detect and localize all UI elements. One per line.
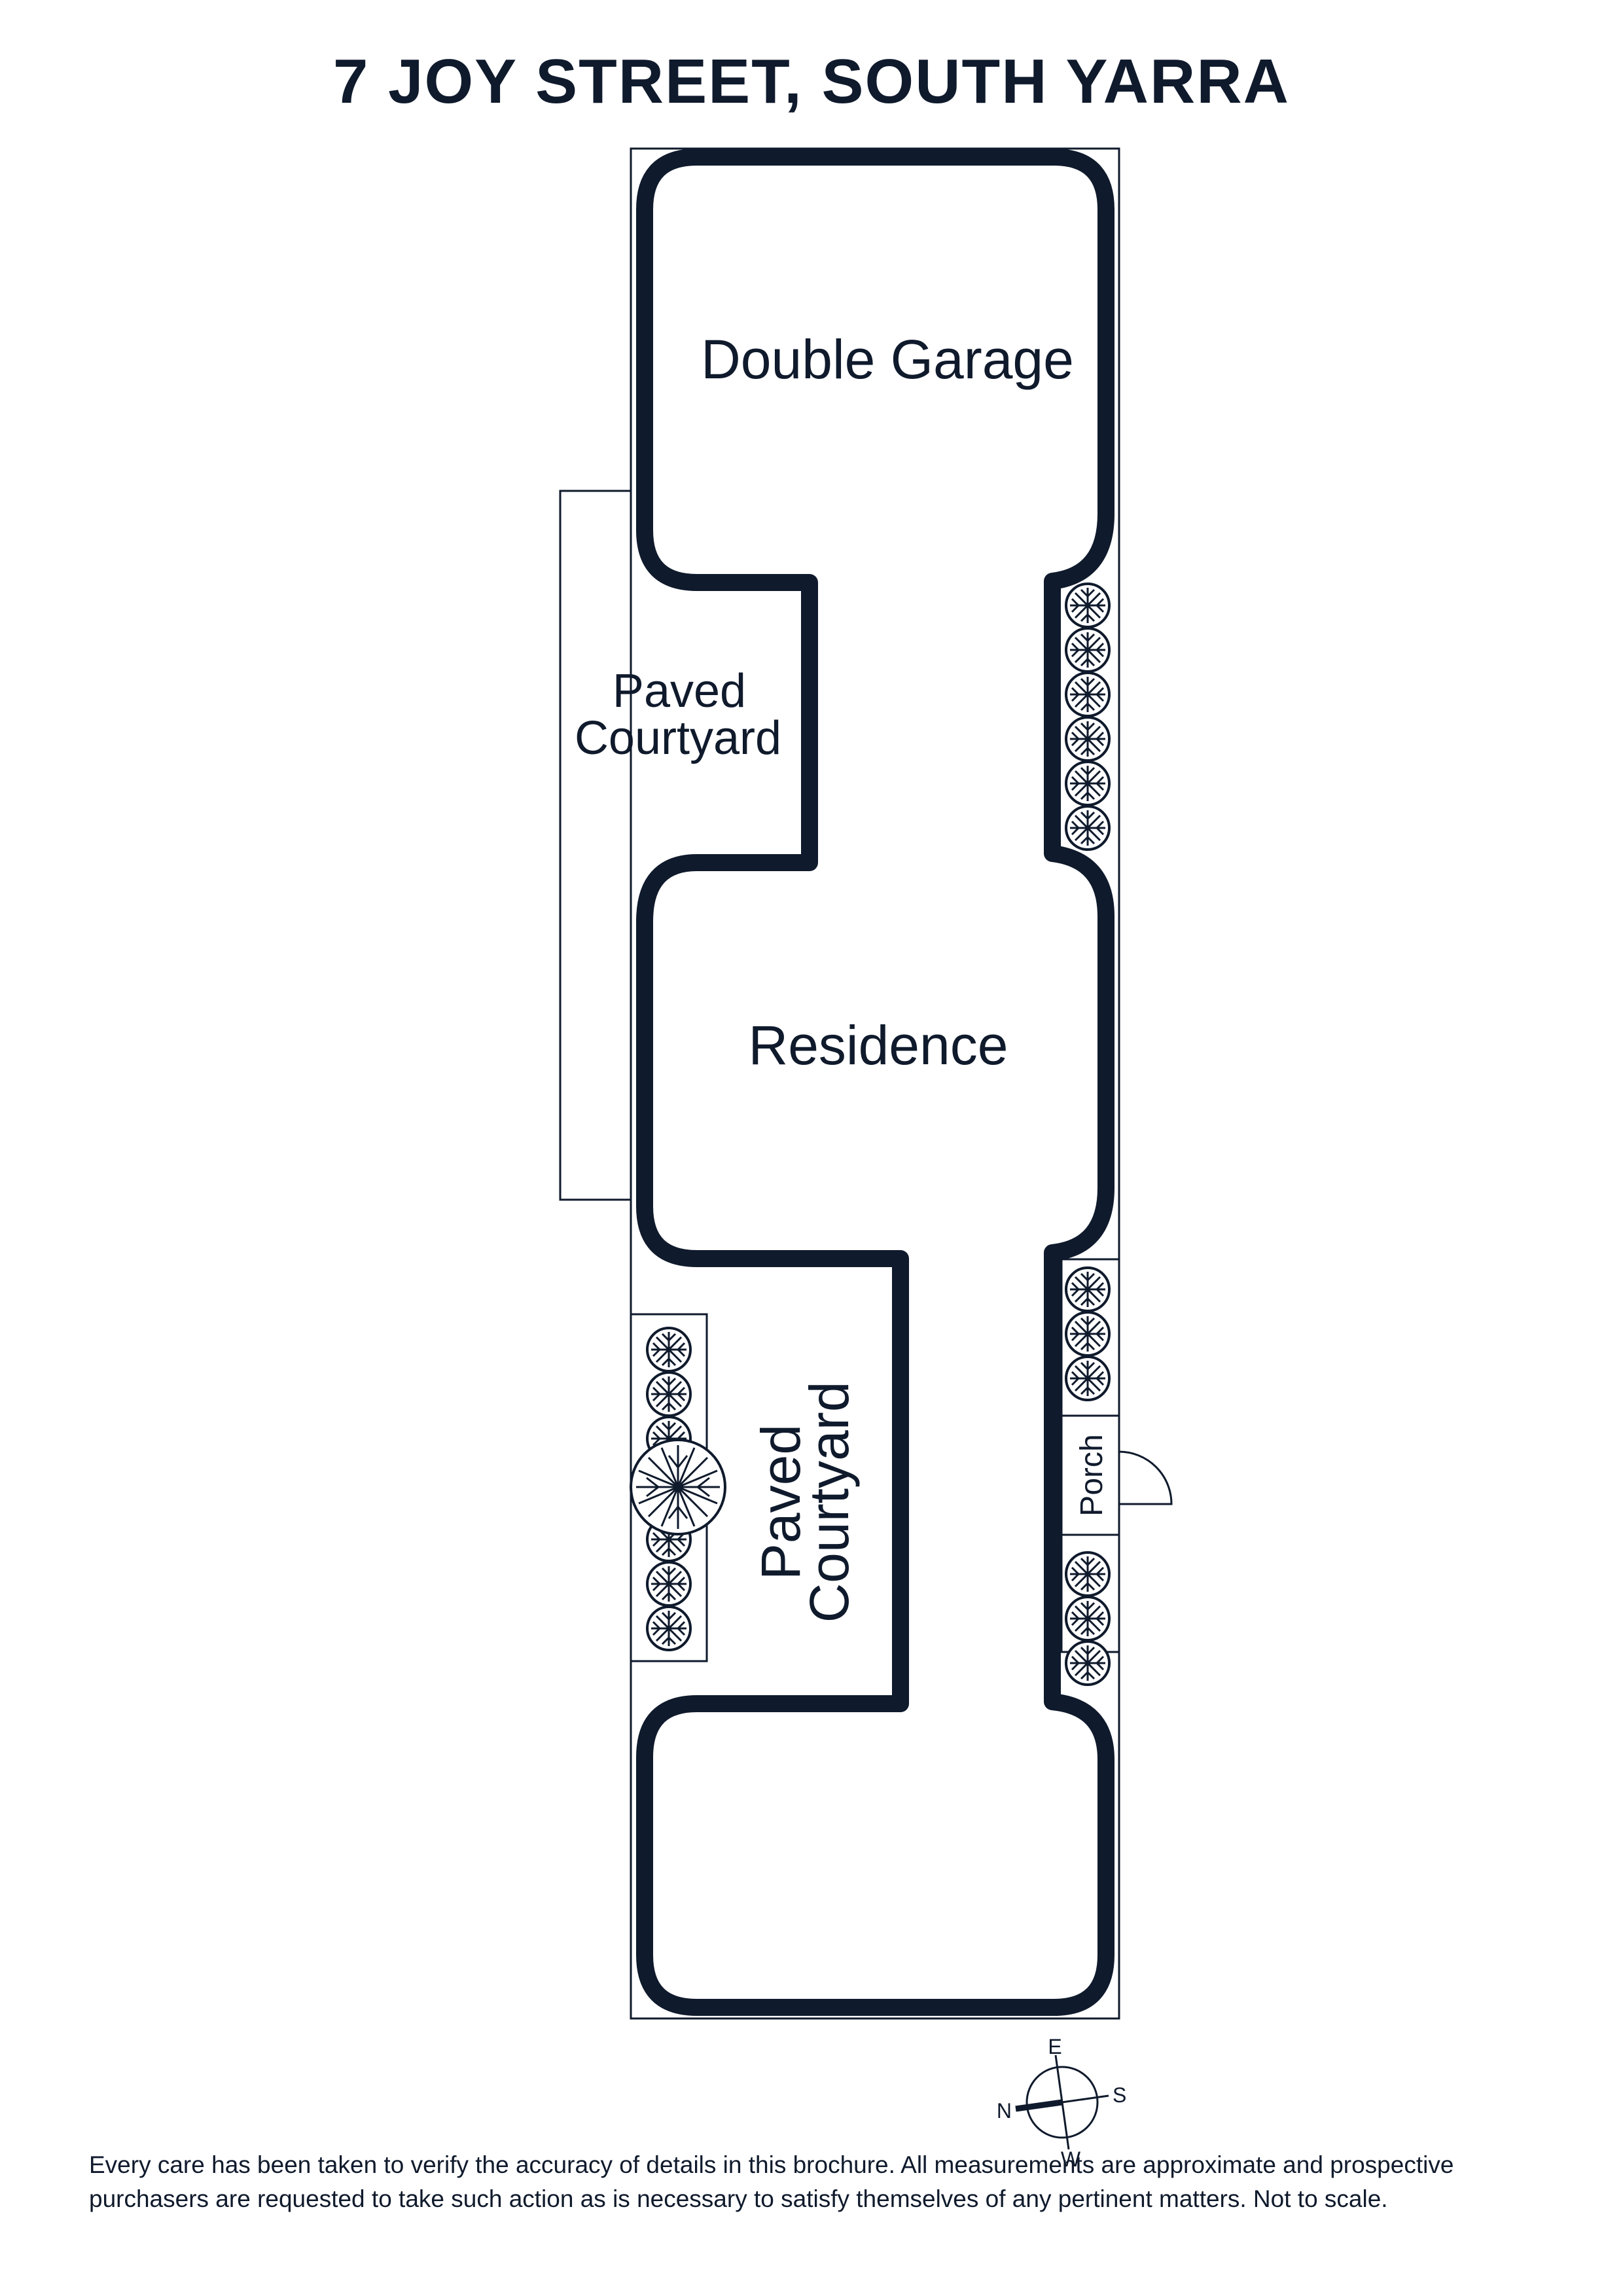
- compass-icon: [1026, 2066, 1099, 2139]
- porch: [1060, 1414, 1120, 1536]
- compass-east: E: [1048, 2035, 1061, 2058]
- upper-courtyard-label-line1: Paved: [613, 665, 746, 717]
- compass-west: W: [1061, 2147, 1081, 2171]
- disclaimer-text: Every care has been taken to verify the …: [89, 2151, 1454, 2212]
- upper-courtyard-boundary: [559, 490, 632, 1201]
- porch-label: Porch: [1075, 1434, 1109, 1516]
- compass-north: N: [997, 2099, 1012, 2123]
- page-title: 7 JOY STREET, SOUTH YARRA: [333, 46, 1290, 117]
- shrub-row-middle: [1065, 1266, 1111, 1401]
- door-swing: [1118, 1450, 1173, 1505]
- lower-courtyard-label-line1: Paved: [750, 1424, 812, 1580]
- residence-label: Residence: [749, 1014, 1008, 1076]
- shrub-row-upper: [1065, 583, 1111, 851]
- garage-label: Double Garage: [701, 329, 1074, 390]
- upper-courtyard-label-line2: Courtyard: [575, 712, 781, 764]
- shrub-row-lower: [1065, 1551, 1111, 1686]
- building-outline: [636, 149, 1115, 2016]
- feature-tree: [630, 1439, 726, 1535]
- compass-south: S: [1113, 2083, 1126, 2107]
- lower-courtyard-label-line2: Courtyard: [798, 1382, 860, 1623]
- compass: E S N W: [997, 2035, 1126, 2171]
